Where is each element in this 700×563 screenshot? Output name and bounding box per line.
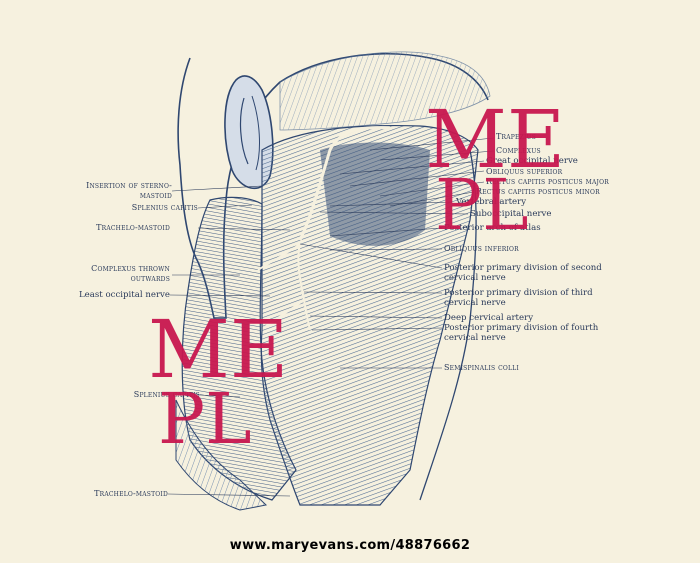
- label-complexus: Complexus: [496, 146, 541, 155]
- label-obliquus-superior: Obliquus superior: [486, 167, 563, 176]
- label-posterior-division-second: Posterior primary division of second: [444, 263, 602, 273]
- label-splenius-capitis-upper: Splenius capitis: [131, 203, 198, 212]
- splenius-capitis-muscle: [181, 196, 297, 501]
- trapezius-edge: [419, 149, 477, 501]
- label-posterior-division-third: Posterior primary division of third: [444, 288, 593, 298]
- credit-url: www.maryevans.com/48876662: [229, 538, 471, 553]
- watermark-top-pl: PL: [435, 164, 529, 246]
- suboccipital-triangle: [320, 142, 430, 246]
- label-great-occipital-nerve: Great occipital nerve: [486, 156, 578, 166]
- cervical-nerve-branches: [257, 243, 311, 331]
- trachelo-mastoid-muscle: [175, 399, 268, 511]
- label-semispinalis-colli: Semispinalis colli: [444, 363, 519, 372]
- label-posterior-arch-of-atlas: Posterior arch of atlas: [444, 223, 541, 233]
- label-complexus-thrown: Complexus thrown: [91, 264, 170, 273]
- watermark-top-me: ME: [425, 93, 566, 186]
- scalp: [279, 51, 491, 131]
- label-splenius-capitis-lower: Splenius capitis: [133, 390, 200, 399]
- label-trapezius: Trapezius: [496, 132, 537, 141]
- label-cervical-nerve-third: cervical nerve: [444, 298, 506, 308]
- label-insertion-of-sterno: Insertion of sterno-: [86, 181, 172, 190]
- label-trachelo-mastoid-lower: Trachelo-mastoid: [94, 489, 168, 498]
- watermark-bottom-pl: PL: [158, 378, 252, 460]
- label-posterior-division-fourth: Posterior primary division of fourth: [444, 323, 599, 333]
- leader-lines-left: [167, 185, 291, 497]
- watermark-bottom-me: ME: [148, 303, 289, 396]
- label-cervical-nerve-fourth: cervical nerve: [444, 333, 506, 343]
- label-vertebral-artery: Vertebral artery: [456, 197, 527, 207]
- label-deep-cervical-artery: Deep cervical artery: [444, 313, 534, 323]
- label-rectus-capitis-posticus-major: Rectus capitis posticus major: [486, 177, 609, 186]
- label-obliquus-inferior: Obliquus inferior: [444, 244, 519, 253]
- label-rectus-capitis-posticus-minor: Rectus capitis posticus minor: [476, 187, 600, 196]
- label-outwards: outwards: [130, 274, 170, 283]
- great-occipital-nerve: [298, 126, 391, 241]
- label-trachelo-mastoid-upper: Trachelo-mastoid: [96, 223, 170, 232]
- label-mastoid: mastoid: [139, 191, 172, 200]
- label-least-occipital-nerve: Least occipital nerve: [78, 290, 170, 300]
- leader-lines-right: [299, 137, 495, 369]
- label-suboccipital-nerve: Suboccipital nerve: [470, 209, 552, 219]
- label-cervical-nerve-second: cervical nerve: [444, 273, 506, 283]
